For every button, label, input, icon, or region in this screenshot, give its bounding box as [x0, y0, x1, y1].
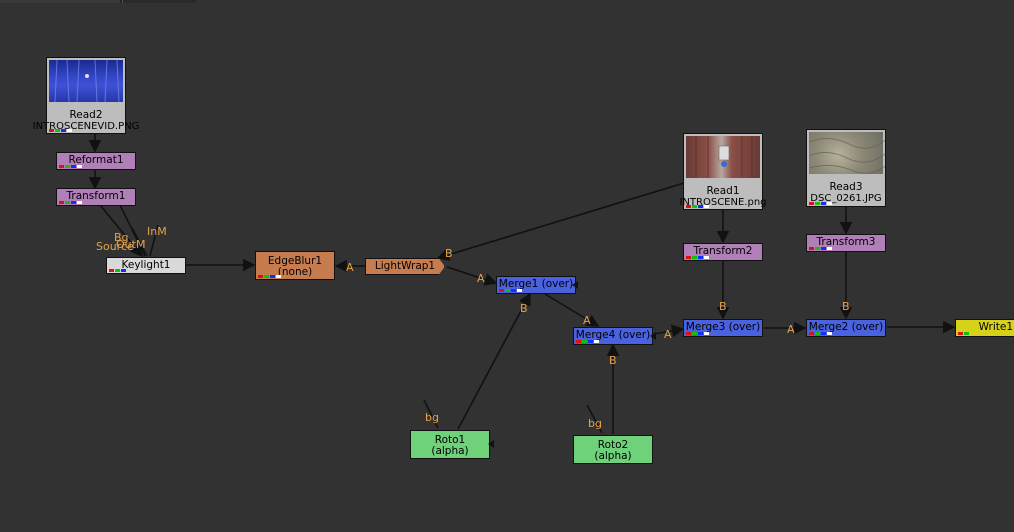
transform1-name: Transform1 [66, 190, 126, 202]
roto2-sub: (alpha) [594, 450, 632, 462]
wire-roto1-merge1-b [457, 292, 531, 430]
node-transform3[interactable]: Transform3 [806, 234, 886, 252]
pipe-label-merge4-a-top: A [583, 314, 591, 327]
texture-thumbnail-icon [808, 138, 886, 174]
roto1-mask-input-arrow [488, 440, 494, 448]
node-merge3[interactable]: Merge3 (over) [683, 319, 763, 337]
read3-name: Read3 [829, 181, 863, 193]
merge3-name: Merge3 (over) [685, 321, 761, 333]
node-read1[interactable]: Read1 INTROSCENE.png [679, 133, 767, 210]
wire-roto2-bg [586, 404, 603, 434]
read1-thumbnail [686, 136, 760, 178]
channel-chips [109, 269, 126, 272]
channel-chips [809, 202, 832, 205]
node-merge4[interactable]: Merge4 (over) [573, 327, 653, 345]
channel-chips [59, 165, 82, 168]
node-keylight1[interactable]: Keylight1 [106, 257, 186, 274]
channel-chips [499, 289, 522, 292]
node-transform2[interactable]: Transform2 [683, 243, 763, 261]
pipe-label-inm: InM [147, 225, 167, 238]
roto2-name: Roto2 [597, 439, 629, 451]
transform2-name: Transform2 [693, 245, 753, 257]
merge1-mask-input-arrow [572, 281, 578, 289]
node-write1[interactable]: Write1 [955, 319, 1014, 337]
channel-chips [59, 201, 82, 204]
merge2-name: Merge2 (over) [808, 321, 884, 333]
merge1-name: Merge1 (over) [498, 278, 574, 290]
channel-chips [49, 129, 72, 132]
edgeblur1-name: EdgeBlur1 [267, 255, 323, 267]
wire-merge1-merge4-a [544, 293, 600, 327]
curtain-thumbnail-icon [54, 59, 120, 103]
channel-chips [686, 256, 709, 259]
channel-chips [686, 332, 709, 335]
wire-keylight-outm [131, 227, 148, 257]
roto1-sub: (alpha) [431, 445, 469, 457]
node-roto1[interactable]: Roto1 (alpha) [410, 430, 490, 459]
pipe-label-merge3-b: B [719, 300, 727, 313]
lightwrap1-name: LightWrap1 [374, 260, 436, 272]
read2-name: Read2 [69, 109, 103, 121]
write1-name: Write1 [978, 321, 1013, 333]
pipe-label-edgeblur-a: A [346, 261, 354, 274]
pipe-label-roto2-bg: bg [588, 417, 602, 430]
wire-read1-lightwrap1-b [436, 182, 685, 261]
node-read2[interactable]: Read2 INTROSCENEVID.PNG [33, 57, 139, 134]
transform3-name: Transform3 [816, 236, 876, 248]
merge4-mask-input-arrow [650, 332, 656, 340]
pipe-label-merge2-a: A [787, 323, 795, 336]
read2-file: INTROSCENEVID.PNG [32, 121, 140, 132]
read2-thumbnail [49, 59, 123, 103]
node-read3[interactable]: Read3 DSC_0261.JPG [806, 129, 886, 207]
keylight1-name: Keylight1 [121, 259, 171, 271]
wire-transform1-keylight1 [99, 204, 144, 258]
reformat1-name: Reformat1 [68, 154, 124, 166]
read3-file: DSC_0261.JPG [810, 193, 882, 204]
tab-1[interactable] [0, 0, 120, 3]
node-roto2[interactable]: Roto2 (alpha) [573, 435, 653, 464]
node-merge1[interactable]: Merge1 (over) [496, 276, 576, 294]
channel-chips [576, 340, 599, 343]
read1-file: INTROSCENE.png [679, 197, 767, 208]
channel-chips [958, 332, 969, 335]
edgeblur1-sub: (none) [277, 266, 313, 278]
channel-chips [809, 332, 832, 335]
read3-thumbnail [808, 132, 886, 174]
pipe-label-merge4-a: A [664, 328, 672, 341]
wire-roto1-bg [423, 399, 439, 429]
pipe-label-merge4-b: B [609, 354, 617, 367]
tab-strip [0, 0, 196, 3]
roto1-name: Roto1 [434, 434, 466, 446]
pipe-label-merge1-b: B [520, 302, 528, 315]
node-edgeblur1[interactable]: EdgeBlur1 (none) [255, 251, 335, 280]
pipe-label-roto1-bg: bg [425, 411, 439, 424]
tab-2[interactable] [122, 0, 196, 3]
node-lightwrap1[interactable]: LightWrap1 [365, 258, 445, 275]
pipe-label-source: Source [96, 240, 134, 253]
wire-merge4-merge3-a [653, 324, 685, 338]
pipe-label-lightwrap-b: B [445, 247, 453, 260]
wire-lightwrap1-merge1-a [446, 266, 498, 286]
merge4-name: Merge4 (over) [575, 329, 651, 341]
node-merge2[interactable]: Merge2 (over) [806, 319, 886, 337]
pipe-label-merge1-a: A [477, 272, 485, 285]
channel-chips [809, 247, 832, 250]
wire-keylight-inm [149, 224, 159, 257]
pipe-label-bg: Bg [114, 231, 129, 244]
pipe-label-outm: OutM [116, 238, 146, 251]
channel-chips [686, 205, 709, 208]
pipe-label-merge2-b: B [842, 300, 850, 313]
read1-name: Read1 [706, 185, 740, 197]
node-reformat1[interactable]: Reformat1 [56, 152, 136, 170]
room-thumbnail-icon [695, 136, 753, 178]
node-transform1[interactable]: Transform1 [56, 188, 136, 206]
channel-chips [258, 275, 281, 278]
